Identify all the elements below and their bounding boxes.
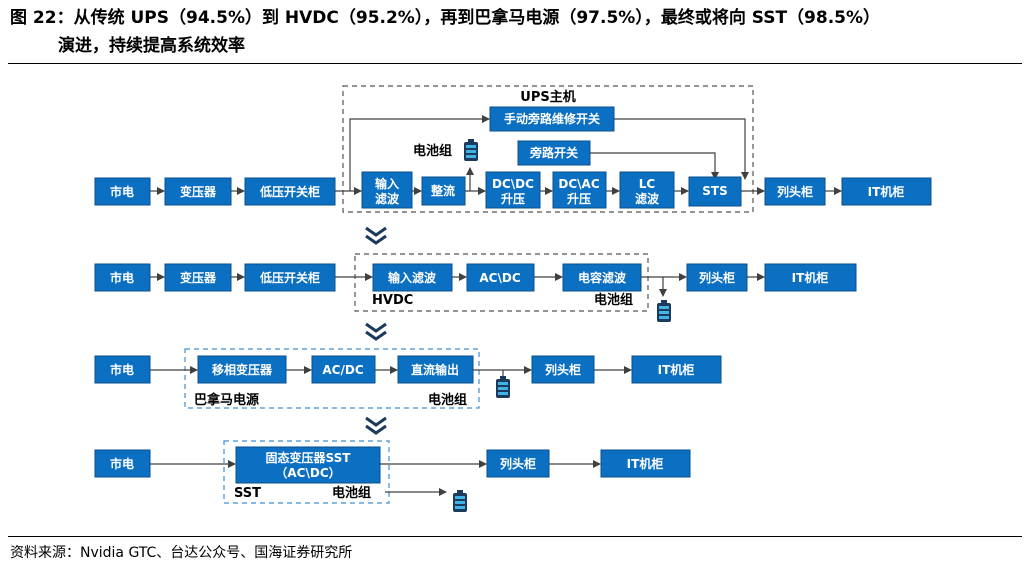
hvdc-box-capacitor-filter: 电容滤波 <box>562 263 642 292</box>
ups-box-grid-rect <box>94 177 151 206</box>
hvdc-box-grid: 市电 <box>94 263 151 292</box>
panama-battery-icon <box>496 376 510 398</box>
svg-text:IT机柜: IT机柜 <box>792 270 829 285</box>
ups-box-grid: 市电 <box>94 177 151 206</box>
top-rule <box>8 63 1022 64</box>
hvdc-box-acdc: AC\DC <box>466 263 535 292</box>
ups-box-input-filter: 输入滤波 <box>361 171 413 209</box>
hvdc-box-lv-switchgear: 低压开关柜 <box>244 263 336 292</box>
hvdc-battery-icon <box>657 300 671 322</box>
sst-battery-label: 电池组 <box>332 485 371 501</box>
svg-text:列头柜: 列头柜 <box>777 184 813 199</box>
panama-frame <box>184 348 480 409</box>
ups-box-sts: STS <box>688 176 742 207</box>
panama-box-grid: 市电 <box>94 355 151 384</box>
panama-battery-label: 电池组 <box>428 392 467 408</box>
hvdc-box-input-filter: 输入滤波 <box>372 263 453 292</box>
sst-group-label: SST <box>234 486 261 501</box>
svg-text:直流输出: 直流输出 <box>411 362 459 377</box>
sst-box-solid-state-transformer: 固态变压器SST（AC\DC） <box>235 446 381 484</box>
panama-box-phase-shift-transformer: 移相变压器 <box>197 355 287 384</box>
svg-text:IT机柜: IT机柜 <box>627 456 664 471</box>
svg-text:市电: 市电 <box>110 456 134 471</box>
svg-text:移相变压器: 移相变压器 <box>212 362 273 377</box>
ups-box-rectifier: 整流 <box>421 176 466 206</box>
svg-text:IT机柜: IT机柜 <box>868 184 905 199</box>
svg-text:变压器: 变压器 <box>180 184 217 199</box>
svg-text:输入滤波: 输入滤波 <box>388 270 437 285</box>
svg-text:列头柜: 列头柜 <box>500 456 536 471</box>
svg-text:STS: STS <box>702 184 727 198</box>
chevron-down-icon <box>364 322 388 341</box>
svg-text:IT机柜: IT机柜 <box>658 362 695 377</box>
ups-group-label: UPS主机 <box>520 89 575 105</box>
panama-group-label: 巴拿马电源 <box>194 392 259 408</box>
ups-box-input-filter-label: 输入滤波 <box>375 176 400 206</box>
ups-box-bypass-switch: 旁路开关 <box>517 140 591 166</box>
svg-text:变压器: 变压器 <box>180 270 217 285</box>
sst-box-solid-state-transformer-label: 固态变压器SST（AC\DC） <box>266 450 352 480</box>
bottom-rule <box>8 536 1022 537</box>
ups-battery-label: 电池组 <box>413 143 452 159</box>
svg-text:旁路开关: 旁路开关 <box>529 145 578 160</box>
chevron-down-icon <box>364 416 388 435</box>
svg-text:手动旁路维修开关: 手动旁路维修开关 <box>504 111 600 126</box>
svg-text:低压开关柜: 低压开关柜 <box>259 184 320 199</box>
ups-box-transformer: 变压器 <box>164 177 232 206</box>
svg-text:市电: 市电 <box>110 362 134 377</box>
sst-battery-icon <box>453 490 467 512</box>
sst-box-it-cabinet: IT机柜 <box>600 449 691 478</box>
panama-box-column-cabinet: 列头柜 <box>531 355 595 384</box>
hvdc-group-label: HVDC <box>372 293 413 308</box>
panama-box-acdc: AC/DC <box>311 355 376 384</box>
sst-box-grid: 市电 <box>94 449 151 478</box>
ups-box-grid-label: 市电 <box>110 184 134 199</box>
ups-box-column-cabinet: 列头柜 <box>764 177 826 206</box>
ups-box-manual-bypass-switch: 手动旁路维修开关 <box>489 106 615 132</box>
hvdc-frame <box>354 253 649 312</box>
figure-title-line1: 图 22：从传统 UPS（94.5%）到 HVDC（95.2%），再到巴拿马电源… <box>10 8 881 28</box>
source-note: 资料来源：Nvidia GTC、台达公众号、国海证券研究所 <box>10 545 353 561</box>
svg-text:市电: 市电 <box>110 270 134 285</box>
svg-text:电容滤波: 电容滤波 <box>578 270 627 285</box>
panama-box-it-cabinet: IT机柜 <box>631 355 722 384</box>
chevron-down-icon <box>364 226 388 245</box>
hvdc-box-transformer: 变压器 <box>164 263 232 292</box>
ups-battery-icon <box>464 139 478 161</box>
hvdc-battery-label: 电池组 <box>594 292 633 308</box>
svg-text:AC\DC: AC\DC <box>479 271 520 285</box>
hvdc-box-it-cabinet: IT机柜 <box>764 263 857 292</box>
svg-text:AC/DC: AC/DC <box>322 363 363 377</box>
svg-text:低压开关柜: 低压开关柜 <box>259 270 320 285</box>
ups-box-lv-switchgear: 低压开关柜 <box>244 177 336 206</box>
panama-box-dc-output: 直流输出 <box>397 355 474 384</box>
figure-title: 图 22：从传统 UPS（94.5%）到 HVDC（95.2%），再到巴拿马电源… <box>10 4 1022 60</box>
sst-box-column-cabinet: 列头柜 <box>486 449 550 478</box>
ups-box-it-cabinet: IT机柜 <box>841 177 932 206</box>
ups-frame <box>342 85 754 213</box>
hvdc-box-column-cabinet: 列头柜 <box>686 263 748 292</box>
svg-text:列头柜: 列头柜 <box>545 362 581 377</box>
figure-title-line2: 演进，持续提高系统效率 <box>58 36 245 56</box>
svg-text:整流: 整流 <box>430 183 455 198</box>
sst-frame <box>223 440 390 504</box>
svg-text:列头柜: 列头柜 <box>699 270 735 285</box>
